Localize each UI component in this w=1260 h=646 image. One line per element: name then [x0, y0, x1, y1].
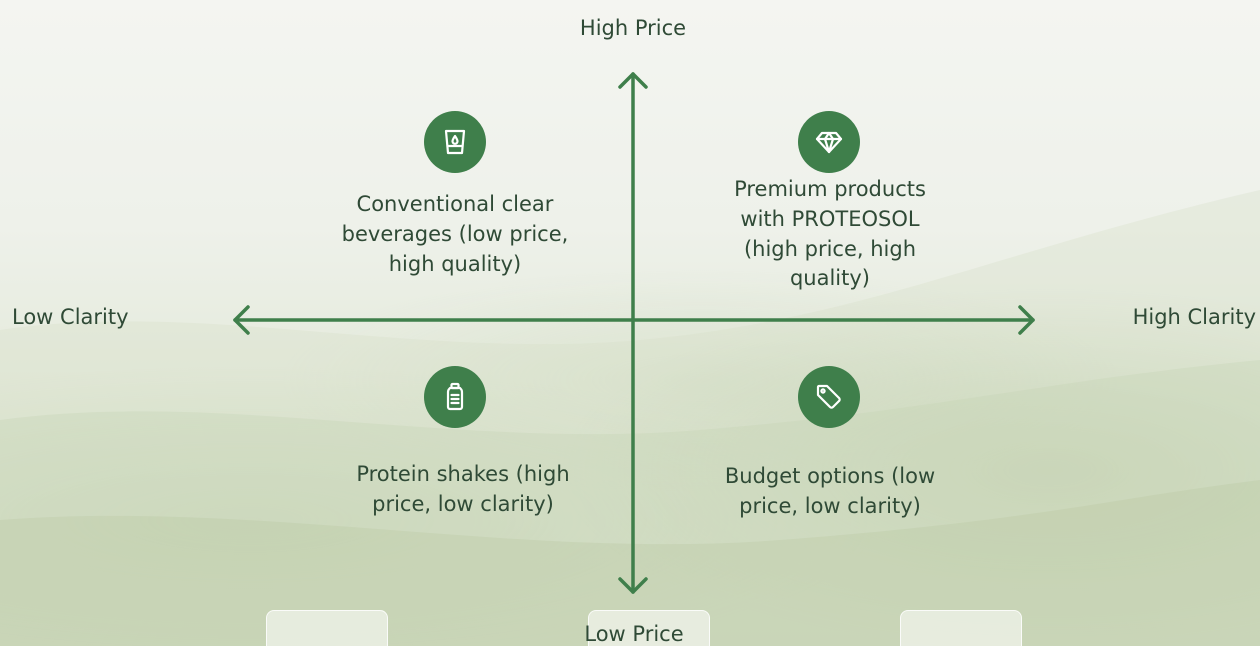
water-glass-icon: [424, 111, 486, 173]
axis-label-low-clarity: Low Clarity: [12, 305, 129, 329]
quadrant-top-left-line-3: high quality): [388, 251, 522, 276]
quadrant-top-right-text: Premium products with PROTEOSOL (high pr…: [705, 175, 955, 294]
quadrant-top-left-line-1: Conventional clear: [356, 192, 554, 216]
axis-label-high-price: High Price: [579, 16, 687, 40]
quadrant-bottom-right-text: Budget options (low price, low clarity): [700, 462, 960, 522]
quadrant-top-right-line-1: Premium products: [734, 177, 926, 201]
quadrant-top-right-line-3: (high price, high: [743, 236, 917, 261]
shake-bottle-icon: [424, 366, 486, 428]
price-tag-icon: [798, 366, 860, 428]
decorative-box-right: [900, 610, 1022, 646]
quadrant-bottom-left-line-2: price, low clarity): [372, 491, 554, 516]
quadrant-top-right-line-4: quality): [789, 266, 871, 291]
down-arrowhead: [618, 577, 648, 594]
axis-label-low-price: Low Price: [584, 622, 684, 646]
quadrant-bottom-right-line-2: price, low clarity): [739, 493, 921, 518]
quadrant-bottom-left-text: Protein shakes (high price, low clarity): [328, 460, 598, 520]
quadrant-top-left-text: Conventional clear beverages (low price,…: [330, 190, 580, 279]
axis-label-high-clarity: High Clarity: [1132, 305, 1256, 329]
right-arrowhead: [1018, 305, 1035, 335]
left-arrowhead: [233, 305, 250, 335]
quadrant-bottom-left-line-1: Protein shakes (high: [356, 462, 570, 486]
quadrant-top-right-line-2: with PROTEOSOL: [740, 206, 920, 231]
quadrant-bottom-right-line-1: Budget options (low: [724, 464, 936, 488]
quadrant-top-left-line-2: beverages (low price,: [341, 221, 569, 246]
diamond-icon: [798, 111, 860, 173]
decorative-box-left: [266, 610, 388, 646]
decorative-box-center: [588, 610, 710, 646]
up-arrowhead: [618, 72, 648, 89]
